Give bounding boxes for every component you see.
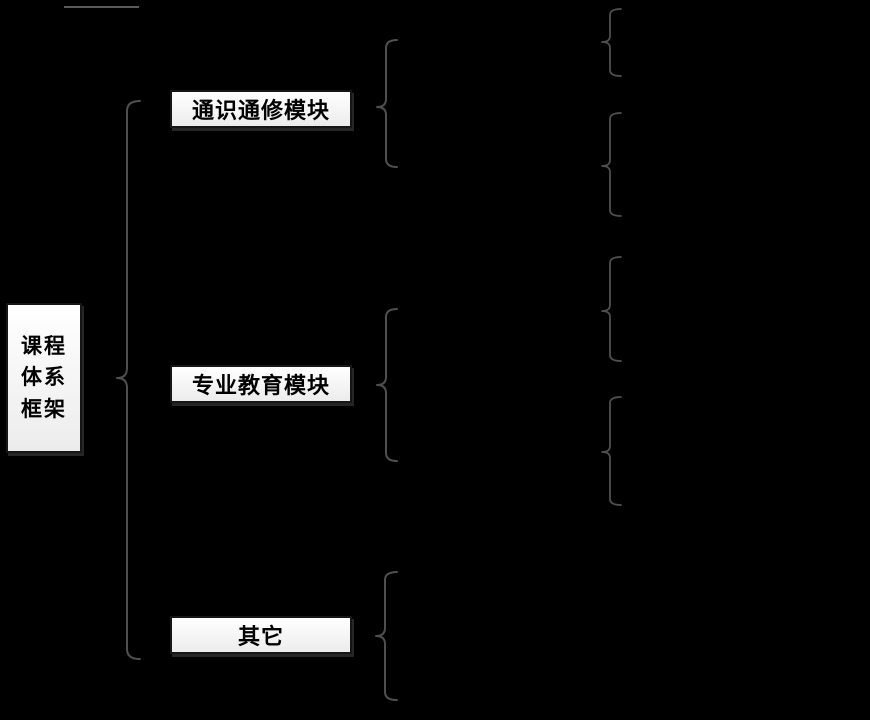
curly-brace-root-icon bbox=[116, 100, 141, 660]
curly-brace-sub3-icon bbox=[601, 256, 622, 362]
root-label-line: 体系 bbox=[21, 365, 67, 390]
curly-brace-sub1-icon bbox=[601, 8, 622, 77]
root-label-line: 课程 bbox=[21, 333, 67, 358]
curly-brace-sub4-icon bbox=[601, 396, 622, 506]
curly-brace-module1-icon bbox=[376, 39, 398, 168]
curly-brace-module2-icon bbox=[376, 308, 398, 462]
module-node-general-education: 通识通修模块 bbox=[170, 90, 352, 128]
curly-brace-module3-icon bbox=[375, 571, 398, 701]
root-node-course-system-framework: 课程 体系 框架 bbox=[6, 303, 82, 453]
curly-brace-sub2-icon bbox=[601, 112, 622, 217]
module-label: 其它 bbox=[237, 624, 284, 649]
root-label-line: 框架 bbox=[21, 396, 67, 421]
module-label: 通识通修模块 bbox=[191, 98, 330, 123]
module-label: 专业教育模块 bbox=[191, 373, 330, 398]
module-node-others: 其它 bbox=[170, 616, 352, 654]
module-node-professional-education: 专业教育模块 bbox=[170, 365, 352, 403]
